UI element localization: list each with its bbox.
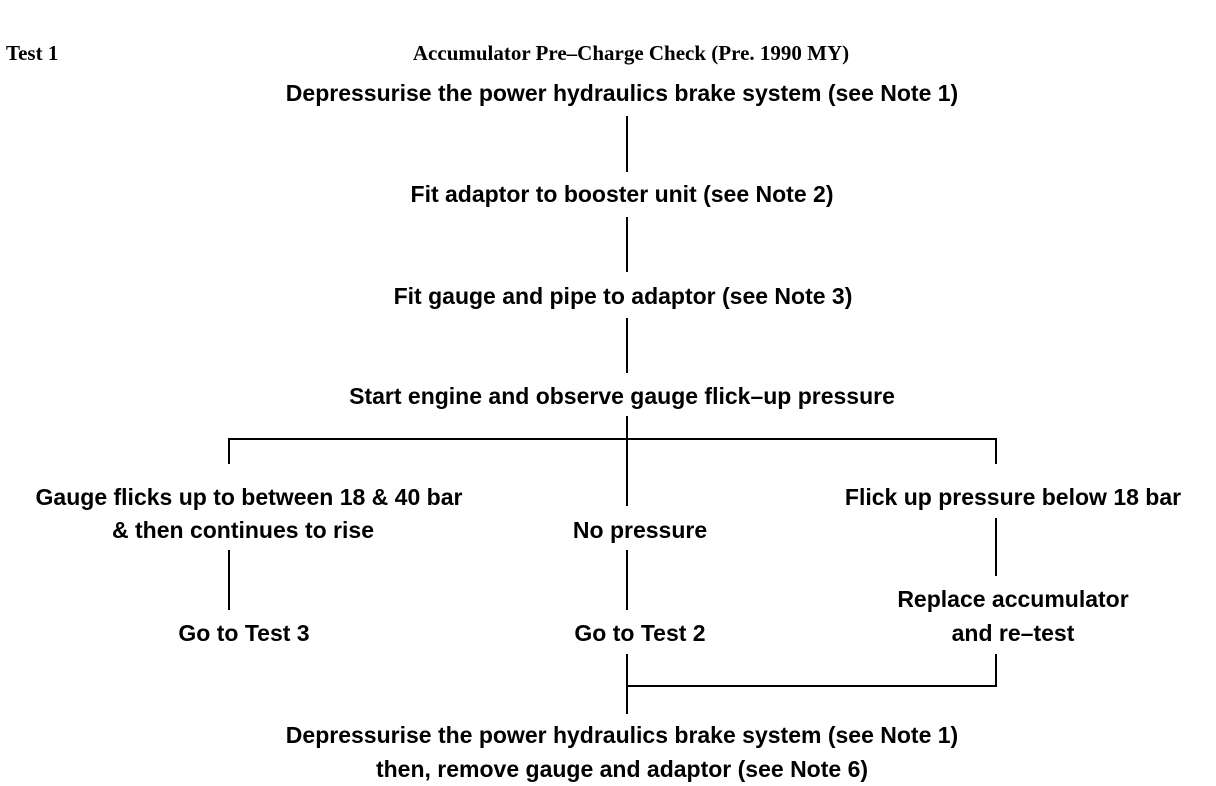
branch-line	[228, 438, 997, 440]
step-depressurise: Depressurise the power hydraulics brake …	[285, 80, 959, 106]
branch-middle-condition: No pressure	[572, 517, 708, 543]
test-label: Test 1	[6, 41, 59, 65]
step-start-engine: Start engine and observe gauge flick–up …	[349, 383, 895, 409]
branch-left-condition-line1: Gauge flicks up to between 18 & 40 bar	[35, 484, 463, 510]
branch-middle-result: Go to Test 2	[574, 620, 706, 646]
connector-line	[626, 217, 628, 272]
branch-right-action-line1: Replace accumulator	[897, 586, 1129, 612]
flowchart-title: Accumulator Pre–Charge Check (Pre. 1990 …	[412, 41, 850, 65]
final-step-line1: Depressurise the power hydraulics brake …	[285, 722, 959, 748]
branch-left-result: Go to Test 3	[178, 620, 310, 646]
connector-line	[626, 550, 628, 610]
branch-right-condition: Flick up pressure below 18 bar	[844, 484, 1182, 510]
connector-line	[626, 654, 628, 714]
connector-line	[626, 416, 628, 506]
connector-line	[995, 438, 997, 464]
connector-line	[228, 438, 230, 464]
branch-left-condition-line2: & then continues to rise	[112, 517, 374, 543]
step-fit-gauge: Fit gauge and pipe to adaptor (see Note …	[393, 283, 853, 309]
connector-line	[626, 116, 628, 172]
connector-line	[995, 518, 997, 576]
final-step-line2: then, remove gauge and adaptor (see Note…	[375, 756, 869, 782]
connector-line	[626, 318, 628, 373]
connector-line	[228, 550, 230, 610]
merge-line	[626, 685, 997, 687]
connector-line	[995, 654, 997, 687]
branch-right-action-line2: and re–test	[951, 620, 1075, 646]
step-fit-adaptor: Fit adaptor to booster unit (see Note 2)	[410, 181, 834, 207]
